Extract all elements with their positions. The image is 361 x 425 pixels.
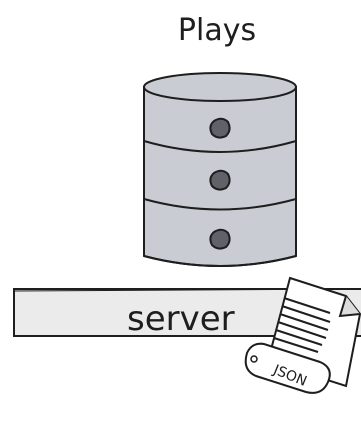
database-divider-1 (143, 140, 297, 153)
database-top (143, 72, 297, 102)
json-tag-hole (250, 355, 258, 363)
json-tag (244, 342, 331, 394)
disk-hole-3 (209, 228, 231, 250)
database-disk-icons (209, 117, 231, 250)
disk-hole-1 (209, 117, 231, 139)
server-label: server (127, 299, 235, 339)
disk-hole-2 (209, 169, 231, 191)
database-label: Plays (178, 13, 256, 48)
database-divider-2 (143, 198, 297, 211)
json-document-icon: JSON (244, 276, 361, 394)
